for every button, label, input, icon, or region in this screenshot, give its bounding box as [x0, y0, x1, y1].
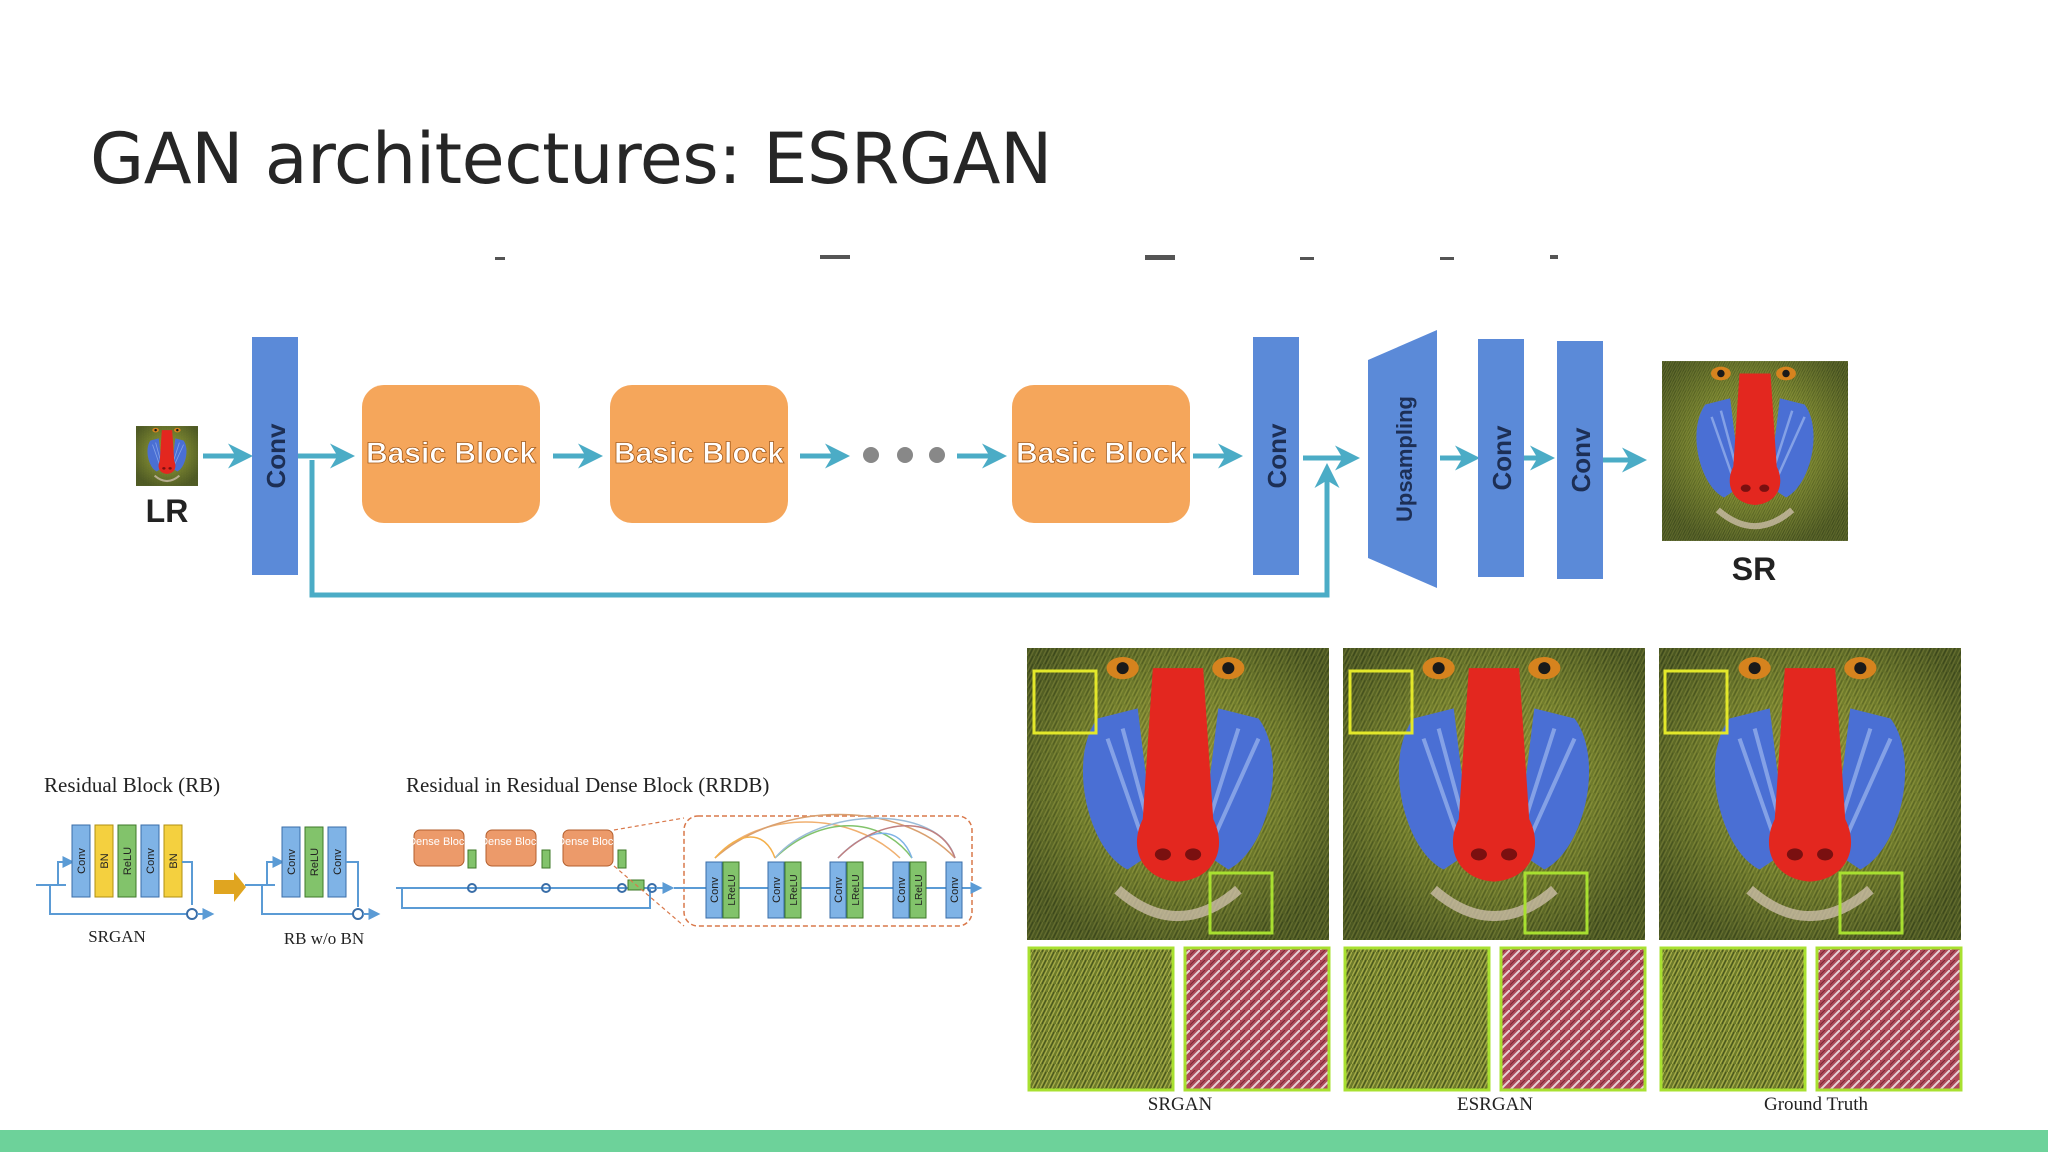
rrdb-title: Residual in Residual Dense Block (RRDB)	[406, 773, 769, 797]
ellipsis-dot	[897, 447, 913, 463]
conv-label: Conv	[1487, 425, 1517, 491]
svg-text:BN: BN	[99, 853, 111, 868]
svg-text:Conv: Conv	[896, 877, 908, 903]
svg-text:Conv: Conv	[949, 877, 961, 903]
svg-text:Conv: Conv	[286, 849, 298, 875]
comparison-ground-truth	[1659, 648, 1963, 1092]
dense-block-label: Dense Block	[408, 836, 470, 848]
comparison-panels: SRGAN ESRGAN Ground Truth	[1027, 648, 1963, 1115]
ellipsis-dot	[929, 447, 945, 463]
comparison-caption-srgan: SRGAN	[1148, 1094, 1213, 1115]
lr-image	[136, 426, 198, 486]
sr-image	[1662, 361, 1848, 541]
svg-text:LReLU: LReLU	[789, 874, 800, 905]
conv-layer	[1253, 337, 1299, 575]
cropped-text-remnants	[495, 255, 1558, 260]
comparison-esrgan	[1343, 648, 1647, 1092]
svg-text:Conv: Conv	[833, 877, 845, 903]
conv-layer	[1557, 341, 1603, 579]
svg-text:LReLU: LReLU	[727, 874, 738, 905]
dense-block-label: Dense Block	[480, 836, 542, 848]
conv-label: Conv	[261, 423, 291, 489]
conv-layer	[1478, 339, 1524, 577]
lr-label: LR	[146, 493, 189, 529]
svg-text:LReLU: LReLU	[851, 874, 862, 905]
svg-text:Conv: Conv	[145, 848, 157, 874]
basic-block	[362, 385, 540, 523]
conv-label: Conv	[1262, 423, 1292, 489]
svg-text:ReLU: ReLU	[309, 848, 321, 876]
svg-text:BN: BN	[168, 853, 180, 868]
rb-without-bn: Conv ReLU Conv RB w/o BN	[245, 826, 381, 948]
sr-label: SR	[1732, 551, 1776, 587]
svg-text:Conv: Conv	[709, 877, 721, 903]
rrdb-diagram: Dense Block Dense Block Dense Block	[396, 813, 983, 927]
slide-title: GAN architectures: ESRGAN	[90, 118, 1052, 200]
srgan-residual-block: Conv BN ReLU Conv BN SRGAN	[36, 824, 215, 946]
svg-text:Conv: Conv	[76, 848, 88, 874]
conv-layer	[252, 337, 298, 575]
basic-block-label: Basic Block	[614, 437, 784, 470]
basic-block-label: Basic Block	[366, 437, 536, 470]
srgan-caption: SRGAN	[88, 927, 146, 946]
comparison-caption-ground-truth: Ground Truth	[1764, 1094, 1868, 1115]
svg-text:LReLU: LReLU	[914, 874, 925, 905]
svg-text:Conv: Conv	[332, 849, 344, 875]
dense-block-label: Dense Block	[557, 836, 619, 848]
basic-block	[1012, 385, 1190, 523]
skip-connection	[309, 460, 1340, 598]
generator-pipeline: LR Conv Basic Block Basic Block Basic Bl…	[136, 330, 1848, 598]
residual-block-diagrams: Residual Block (RB) Residual in Residual…	[36, 773, 983, 948]
rb-title: Residual Block (RB)	[44, 773, 220, 797]
upsampling-label: Upsampling	[1392, 396, 1417, 522]
svg-text:ReLU: ReLU	[122, 847, 134, 875]
conv-label: Conv	[1566, 427, 1596, 493]
ellipsis-dot	[863, 447, 879, 463]
basic-block-label: Basic Block	[1016, 437, 1186, 470]
comparison-srgan	[1027, 648, 1331, 1092]
basic-block	[610, 385, 788, 523]
footer-accent-bar	[0, 1130, 2048, 1152]
rb-no-bn-caption: RB w/o BN	[284, 929, 364, 948]
svg-text:Conv: Conv	[771, 877, 783, 903]
comparison-caption-esrgan: ESRGAN	[1457, 1094, 1533, 1115]
upsampling-layer	[1368, 330, 1437, 588]
conversion-arrow	[214, 872, 246, 902]
